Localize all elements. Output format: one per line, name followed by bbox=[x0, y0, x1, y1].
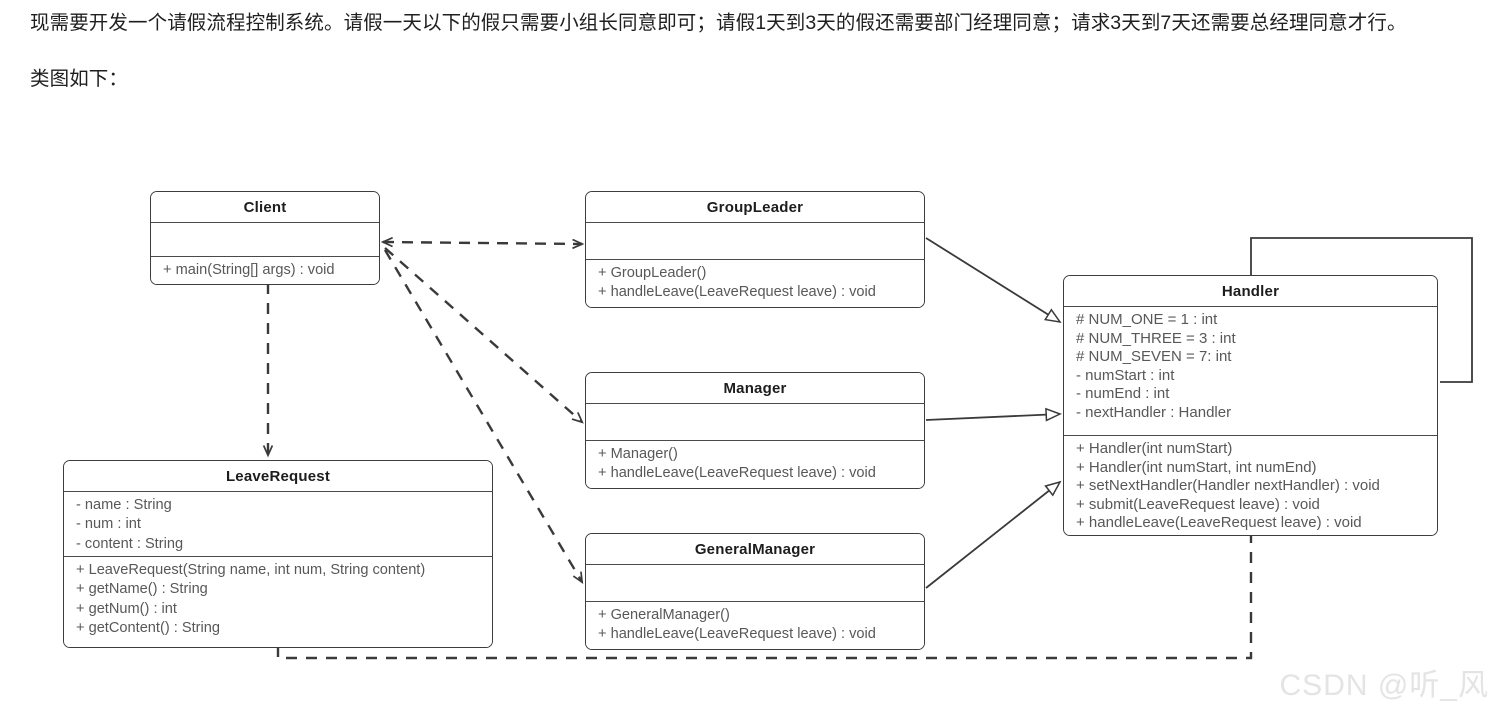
class-member: + main(String[] args) : void bbox=[163, 262, 335, 278]
class-member: - name : String bbox=[76, 497, 172, 513]
paragraph-requirement: 现需要开发一个请假流程控制系统。请假一天以下的假只需要小组长同意即可；请假1天到… bbox=[30, 12, 1407, 34]
class-member: - numStart : int bbox=[1076, 366, 1175, 384]
class-attributes-groupleader bbox=[586, 223, 924, 260]
csdn-watermark: CSDN @听_风 bbox=[1279, 669, 1489, 702]
class-title-client: Client bbox=[151, 192, 379, 223]
edge-handler-self-aggregation bbox=[1251, 237, 1473, 383]
class-member: + handleLeave(LeaveRequest leave) : void bbox=[598, 626, 876, 643]
edge-client-groupleader bbox=[383, 242, 582, 244]
class-box-generalmanager[interactable]: GeneralManager + GeneralManager() + hand… bbox=[585, 533, 925, 650]
class-operations-leaverequest: + LeaveRequest(String name, int num, Str… bbox=[64, 557, 492, 647]
class-attributes-leaverequest: - name : String - num : int - content : … bbox=[64, 492, 492, 557]
class-box-leaverequest[interactable]: LeaveRequest - name : String - num : int… bbox=[63, 460, 493, 648]
class-title-handler: Handler bbox=[1064, 276, 1437, 307]
edge-manager-handler bbox=[925, 407, 1062, 422]
class-attributes-manager bbox=[586, 404, 924, 441]
class-member: - content : String bbox=[76, 535, 184, 552]
class-member: + setNextHandler(Handler nextHandler) : … bbox=[1076, 477, 1380, 495]
edge-client-generalmanager bbox=[383, 249, 582, 582]
class-title-groupleader: GroupLeader bbox=[586, 192, 924, 223]
class-title-generalmanager: GeneralManager bbox=[586, 534, 924, 565]
uml-class-diagram: Client + main(String[] args) : void Leav… bbox=[0, 150, 1507, 712]
class-operations-generalmanager: + GeneralManager() + handleLeave(LeaveRe… bbox=[586, 602, 924, 649]
class-member: + submit(LeaveRequest leave) : void bbox=[1076, 495, 1320, 513]
class-member: # NUM_ONE = 1 : int bbox=[1076, 311, 1218, 328]
class-member: + LeaveRequest(String name, int num, Str… bbox=[76, 562, 426, 578]
class-member: + GroupLeader() bbox=[598, 265, 707, 281]
class-operations-groupleader: + GroupLeader() + handleLeave(LeaveReque… bbox=[586, 260, 924, 307]
class-member: # NUM_THREE = 3 : int bbox=[1076, 329, 1236, 347]
class-member: # NUM_SEVEN = 7: int bbox=[1076, 348, 1232, 366]
class-member: - nextHandler : Handler bbox=[1076, 403, 1232, 421]
class-member: + GeneralManager() bbox=[598, 607, 730, 623]
class-member: + getNum() : int bbox=[76, 600, 177, 617]
class-member: + getName() : String bbox=[76, 581, 208, 598]
class-box-client[interactable]: Client + main(String[] args) : void bbox=[150, 191, 380, 286]
class-box-handler[interactable]: Handler # NUM_ONE = 1 : int # NUM_THREE … bbox=[1063, 275, 1438, 536]
class-operations-handler: + Handler(int numStart) + Handler(int nu… bbox=[1064, 436, 1437, 535]
edge-groupleader-handler bbox=[925, 237, 1062, 324]
edge-generalmanager-handler bbox=[925, 480, 1062, 589]
class-member: + handleLeave(LeaveRequest leave) : void bbox=[598, 284, 876, 301]
class-member: + handleLeave(LeaveRequest leave) : void bbox=[598, 465, 876, 482]
paragraph-diagram-label: 类图如下： bbox=[30, 68, 129, 90]
class-box-manager[interactable]: Manager + Manager() + handleLeave(LeaveR… bbox=[585, 372, 925, 489]
class-member: - num : int bbox=[76, 516, 141, 533]
class-member: + Handler(int numStart) bbox=[1076, 440, 1233, 457]
class-operations-client: + main(String[] args) : void bbox=[151, 257, 379, 285]
class-member: + Handler(int numStart, int numEnd) bbox=[1076, 458, 1317, 476]
class-member: + Manager() bbox=[598, 446, 678, 462]
class-member: + getContent() : String bbox=[76, 620, 220, 637]
class-title-manager: Manager bbox=[586, 373, 924, 404]
class-operations-manager: + Manager() + handleLeave(LeaveRequest l… bbox=[586, 441, 924, 488]
class-box-groupleader[interactable]: GroupLeader + GroupLeader() + handleLeav… bbox=[585, 191, 925, 308]
edge-client-manager bbox=[384, 247, 582, 422]
class-attributes-generalmanager bbox=[586, 565, 924, 602]
class-member: + handleLeave(LeaveRequest leave) : void bbox=[1076, 514, 1362, 532]
article-text: 现需要开发一个请假流程控制系统。请假一天以下的假只需要小组长同意即可；请假1天到… bbox=[30, 6, 1480, 96]
class-member: - numEnd : int bbox=[1076, 385, 1170, 403]
class-attributes-client bbox=[151, 223, 379, 257]
class-title-leaverequest: LeaveRequest bbox=[64, 461, 492, 492]
class-attributes-handler: # NUM_ONE = 1 : int # NUM_THREE = 3 : in… bbox=[1064, 307, 1437, 436]
